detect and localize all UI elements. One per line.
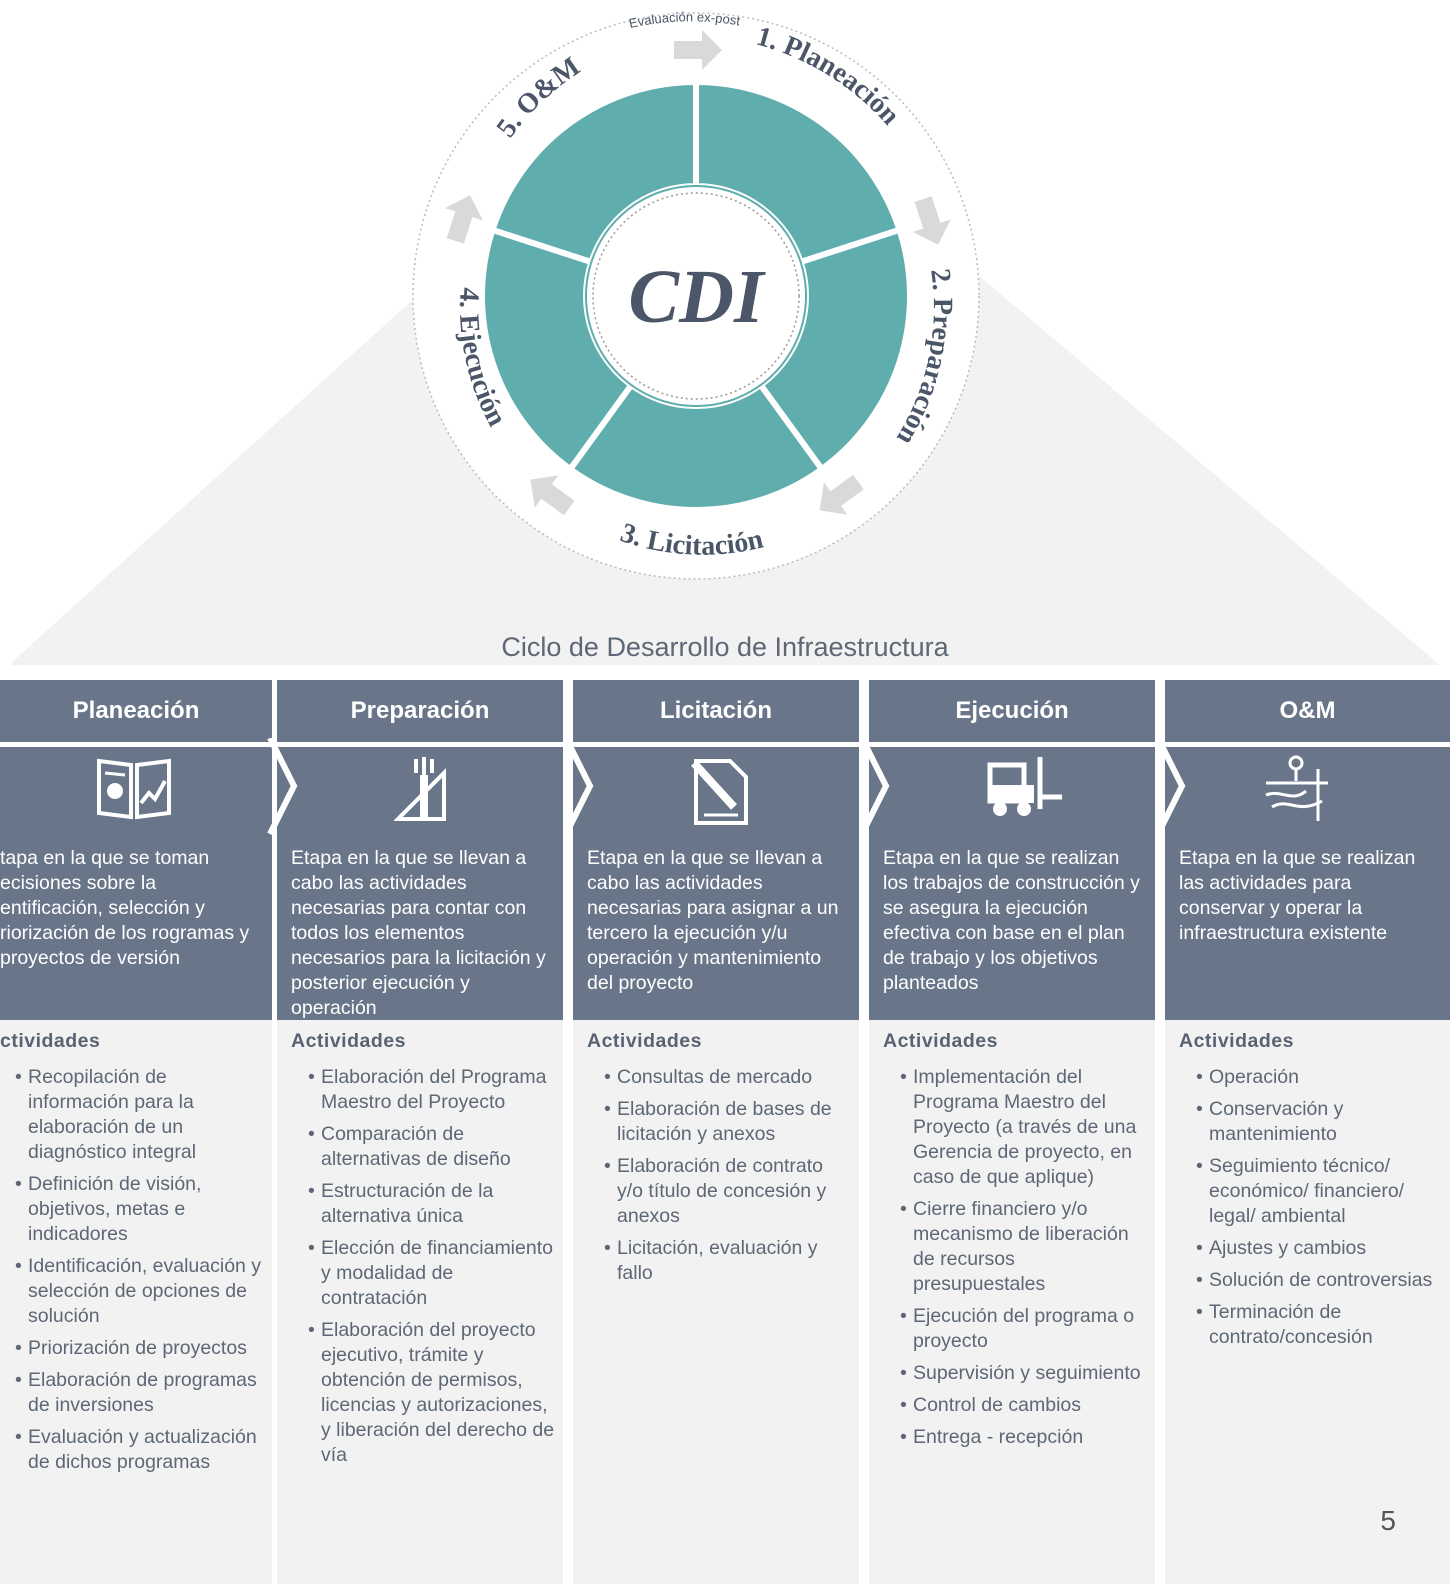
contract-pen-icon bbox=[691, 759, 748, 825]
activity-item: Elaboración del proyecto ejecutivo, trám… bbox=[308, 1318, 555, 1468]
column-description: Etapa en la que se llevan a cabo las act… bbox=[291, 847, 546, 1019]
activity-item: Elaboración de contrato y/o título de co… bbox=[604, 1154, 851, 1229]
activity-item: Elaboración de programas de inversiones bbox=[15, 1368, 264, 1418]
center-circle bbox=[585, 185, 807, 407]
cycle-arrow-icon bbox=[530, 475, 575, 516]
activities-title: Actividades bbox=[587, 1030, 702, 1052]
column-description: Etapa en la que se realizan los trabajos… bbox=[883, 847, 1140, 994]
cdi-cycle-diagram: CDI Evaluación ex-post 1. Planeación 2. … bbox=[412, 9, 980, 580]
column-planeacion: Planeación tapa en la que se toman ecisi… bbox=[0, 680, 272, 1584]
activities-list: OperaciónConservación y mantenimientoSeg… bbox=[1165, 1053, 1450, 1350]
activity-item: Supervisión y seguimiento bbox=[900, 1361, 1147, 1386]
forklift-icon bbox=[987, 757, 1062, 816]
activities-title: Actividades bbox=[883, 1030, 998, 1052]
column-preparacion: Preparación Etapa en la que se llevan a … bbox=[277, 680, 563, 1584]
center-label: CDI bbox=[628, 255, 766, 339]
cycle-segments bbox=[479, 78, 913, 513]
column-header: O&M bbox=[1165, 680, 1450, 742]
activity-item: Elección de financiamiento y modalidad d… bbox=[308, 1236, 555, 1311]
report-chart-icon bbox=[97, 758, 171, 820]
design-tools-icon bbox=[394, 757, 446, 821]
chevron-divider bbox=[563, 738, 594, 836]
activity-item: Evaluación y actualización de dichos pro… bbox=[15, 1425, 264, 1475]
activities-list: Consultas de mercadoElaboración de bases… bbox=[573, 1053, 859, 1286]
activity-item: Definición de visión, objetivos, metas e… bbox=[15, 1172, 264, 1247]
activity-item: Ejecución del programa o proyecto bbox=[900, 1304, 1147, 1354]
activities-title: ctividades bbox=[0, 1030, 101, 1052]
activities-title: Actividades bbox=[1179, 1030, 1294, 1052]
activities-list: Implementación del Programa Maestro del … bbox=[869, 1053, 1155, 1450]
diagram-title: Ciclo de Desarrollo de Infraestructura bbox=[501, 632, 949, 662]
cycle-arrow-icon bbox=[912, 196, 951, 245]
activity-item: Elaboración de bases de licitación y ane… bbox=[604, 1097, 851, 1147]
chevron-divider bbox=[267, 738, 298, 836]
cycle-arrows bbox=[444, 30, 951, 516]
activity-item: Ajustes y cambios bbox=[1196, 1236, 1442, 1261]
column-licitacion: Licitación Etapa en la que se llevan a c… bbox=[573, 680, 859, 1584]
cycle-arrow-icon bbox=[444, 195, 483, 244]
column-description: Etapa en la que se llevan a cabo las act… bbox=[587, 847, 839, 994]
chevron-divider bbox=[1155, 738, 1186, 836]
activity-item: Licitación, evaluación y fallo bbox=[604, 1236, 851, 1286]
activity-item: Cierre financiero y/o mecanismo de liber… bbox=[900, 1197, 1147, 1297]
page-number: 5 bbox=[1380, 1505, 1396, 1536]
activity-item: Priorización de proyectos bbox=[15, 1336, 264, 1361]
column-header: Planeación bbox=[0, 680, 272, 742]
activity-item: Implementación del Programa Maestro del … bbox=[900, 1065, 1147, 1190]
activity-item: Elaboración del Programa Maestro del Pro… bbox=[308, 1065, 555, 1115]
column-header: Preparación bbox=[277, 680, 563, 742]
activities-list: Elaboración del Programa Maestro del Pro… bbox=[277, 1053, 563, 1468]
activity-item: Seguimiento técnico/ económico/ financie… bbox=[1196, 1154, 1442, 1229]
column-header: Licitación bbox=[573, 680, 859, 742]
activity-item: Entrega - recepción bbox=[900, 1425, 1147, 1450]
route-map-icon bbox=[1265, 755, 1328, 821]
activity-item: Operación bbox=[1196, 1065, 1442, 1090]
activity-item: Solución de controversias bbox=[1196, 1268, 1442, 1293]
column-header: Ejecución bbox=[869, 680, 1155, 742]
column-ejecucion: Ejecución Etapa en la que se realizan lo… bbox=[869, 680, 1155, 1584]
activity-item: Comparación de alternativas de diseño bbox=[308, 1122, 555, 1172]
activity-item: Terminación de contrato/concesión bbox=[1196, 1300, 1442, 1350]
cycle-arrow-icon bbox=[819, 474, 864, 515]
activity-item: Conservación y mantenimiento bbox=[1196, 1097, 1442, 1147]
column-om: O&M Etapa en la que se realizan las acti… bbox=[1165, 680, 1450, 1584]
column-description: Etapa en la que se realizan las activida… bbox=[1179, 847, 1416, 944]
activity-item: Control de cambios bbox=[900, 1393, 1147, 1418]
activities-list: Recopilación de información para la elab… bbox=[0, 1053, 272, 1475]
activities-title: Actividades bbox=[291, 1030, 406, 1052]
column-description: tapa en la que se toman ecisiones sobre … bbox=[0, 847, 250, 969]
activity-item: Recopilación de información para la elab… bbox=[15, 1065, 264, 1165]
activity-item: Consultas de mercado bbox=[604, 1065, 851, 1090]
activity-item: Estructuración de la alternativa única bbox=[308, 1179, 555, 1229]
cycle-arrow-icon bbox=[674, 30, 722, 70]
chevron-divider bbox=[859, 738, 890, 836]
activity-item: Identificación, evaluación y selección d… bbox=[15, 1254, 264, 1329]
